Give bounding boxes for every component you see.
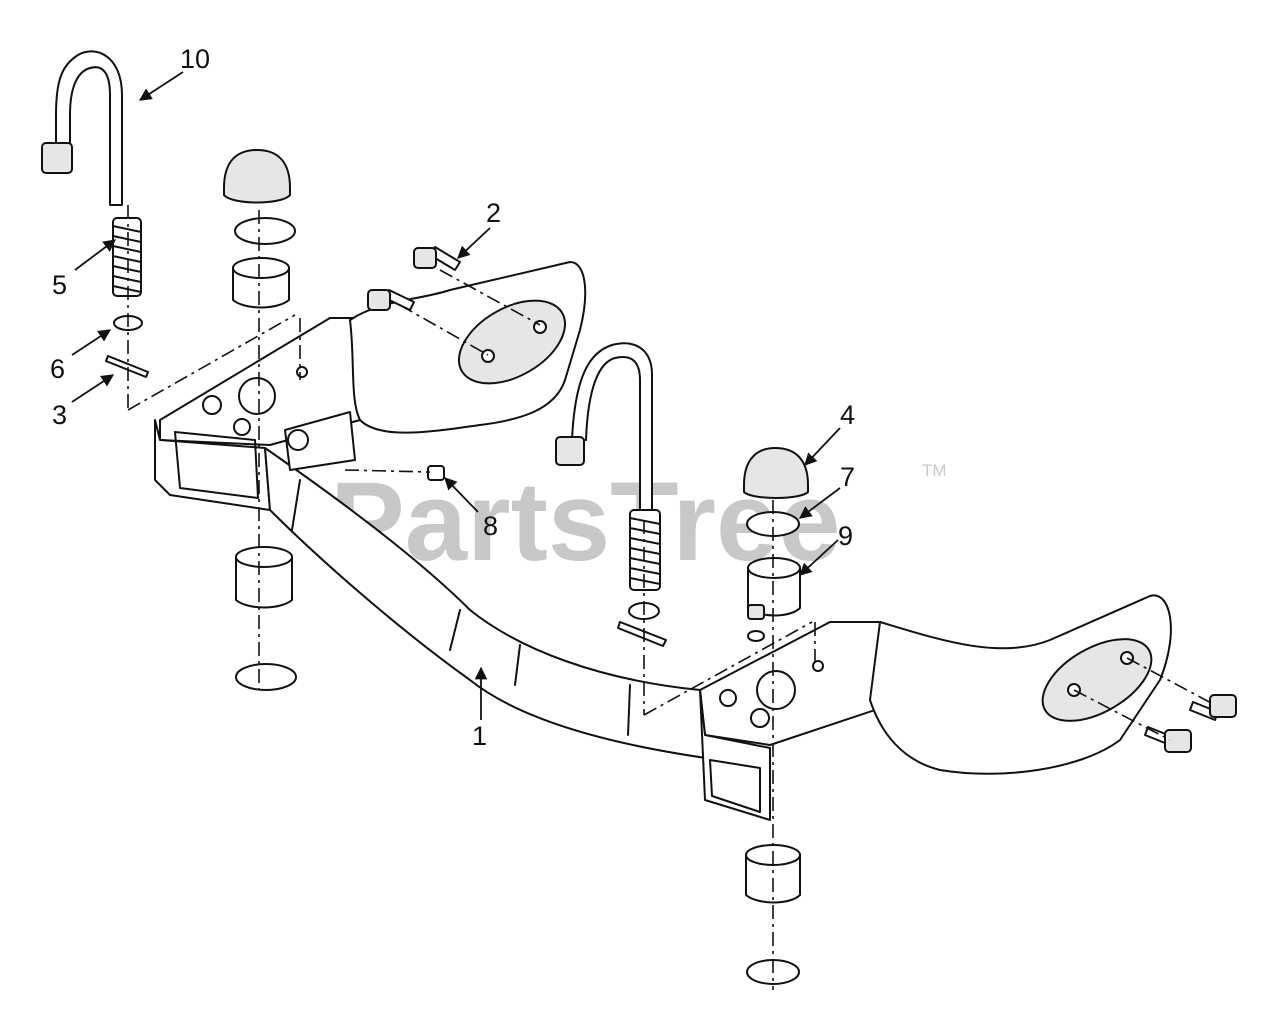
dust-cap-left	[223, 149, 291, 204]
spring-right	[629, 509, 661, 591]
axle-beam	[154, 261, 1172, 821]
callout-leaders	[71, 71, 841, 720]
bolt-right-upper	[1189, 694, 1237, 721]
small-nut-right	[747, 604, 765, 642]
grease-fitting	[427, 465, 445, 481]
callout-5: 5	[52, 270, 67, 300]
bushing-left-top	[232, 257, 290, 309]
washer-left-bottom	[235, 663, 297, 691]
cotter-pin-left	[105, 355, 149, 378]
spindle-pin-left	[41, 50, 123, 206]
washer-left-top	[234, 217, 296, 245]
callout-2: 2	[486, 198, 501, 228]
callout-8: 8	[483, 511, 498, 541]
callout-7: 7	[840, 462, 855, 492]
callout-6: 6	[50, 354, 65, 384]
callout-9: 9	[838, 521, 853, 551]
bushing-left-bottom	[235, 546, 293, 609]
alignment-lines	[127, 205, 1216, 990]
spring-left	[112, 217, 142, 297]
trademark-mark: TM	[922, 461, 947, 480]
callout-1: 1	[472, 721, 487, 751]
bolt-upper	[413, 246, 461, 271]
callout-4: 4	[840, 400, 855, 430]
cotter-pin-right	[617, 621, 667, 647]
callout-3: 3	[52, 400, 67, 430]
dust-cap-right	[743, 447, 809, 499]
bushing-right-top	[747, 557, 801, 617]
callout-10: 10	[180, 44, 210, 74]
spindle-pin-right	[555, 342, 653, 513]
